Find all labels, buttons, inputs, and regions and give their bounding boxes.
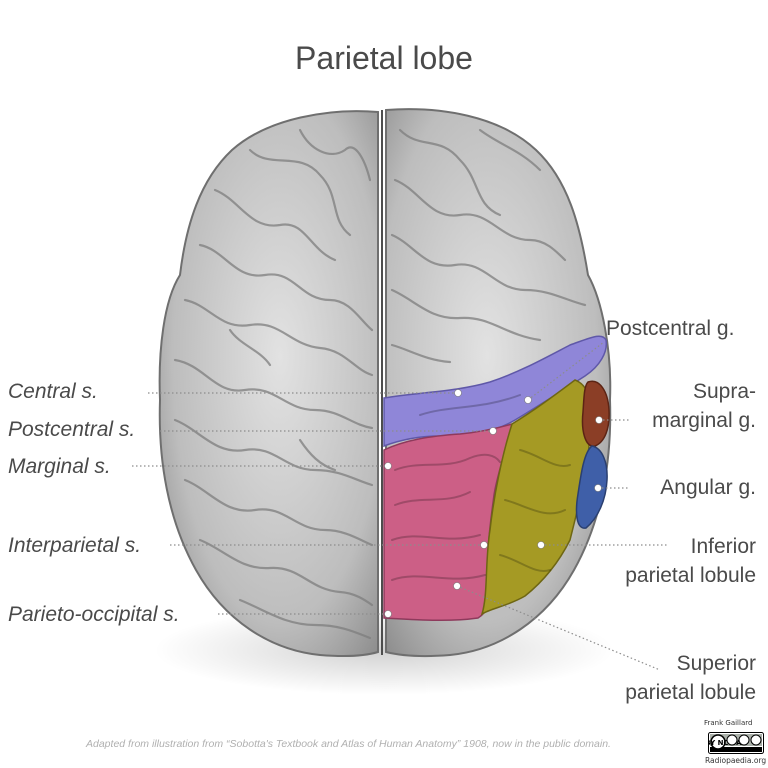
angular-gyrus-region [575,445,608,529]
left-hemisphere [158,110,379,657]
label-superior-parietal-line1: Superior [676,652,756,675]
superior-parietal-lobule-region [383,422,513,622]
label-marginal-sulcus: Marginal s. [8,455,111,478]
site-credit: Radiopaedia.org [705,756,767,765]
dot-interparietal-s [480,541,488,549]
author-signature: Frank Gaillard [704,719,753,727]
right-gyri [390,128,587,364]
source-credit: Adapted from illustration from “Sobotta'… [86,738,611,750]
inferior-parietal-lobule-region [480,379,592,616]
leader-superior-parietal [456,585,661,671]
label-angular-gyrus: Angular g. [660,476,756,499]
label-inferior-parietal-line1: Inferior [690,535,756,558]
dot-postcentral-g [524,396,532,404]
dot-supramarginal-g [595,416,603,424]
label-supramarginal-gyrus-line1: Supra- [692,380,756,403]
cc-logo-text: cc BY NC SA [708,739,742,747]
left-gyri [173,128,374,640]
dot-central-s [454,389,462,397]
cc-license-badge: cc BY NC SA [708,732,764,754]
dot-superior-parietal [453,582,461,590]
label-postcentral-sulcus: Postcentral s. [8,418,136,441]
label-supramarginal-gyrus-line2: marginal g. [652,409,756,432]
label-superior-parietal-line2: parietal lobule [625,681,756,704]
dot-inferior-parietal [537,541,545,549]
page-title: Parietal lobe [295,40,473,76]
label-inferior-parietal-line2: parietal lobule [625,564,756,587]
label-postcentral-gyrus: Postcentral g. [606,317,735,340]
label-parieto-occipital-sulcus: Parieto-occipital s. [8,603,180,626]
dot-marginal-s [384,462,392,470]
supramarginal-gyrus-region [581,380,610,447]
label-central-sulcus: Central s. [8,380,98,403]
dot-parieto-occipital-s [384,610,392,618]
parietal-gyri [391,394,571,581]
label-interparietal-sulcus: Interparietal s. [8,534,142,557]
dot-postcentral-s [489,427,497,435]
dot-angular-g [594,484,602,492]
